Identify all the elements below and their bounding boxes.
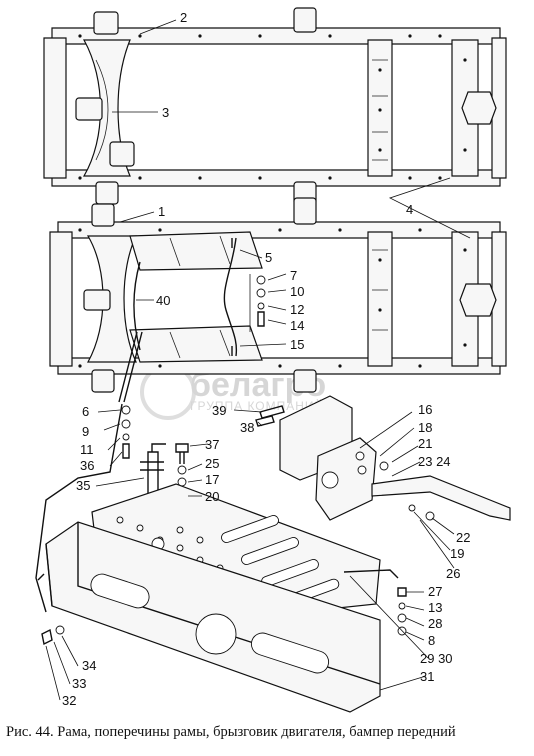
label-27: 27 [428,584,442,599]
label-11: 11 [80,442,94,457]
label-36: 36 [80,458,94,473]
label-20: 20 [205,489,219,504]
fasteners-bumper [35,403,407,646]
mudguard-bracket [279,395,511,521]
label-35: 35 [76,478,90,493]
label-8: 8 [428,633,435,648]
fasteners-center [175,405,285,501]
label-31: 31 [420,669,434,684]
label-2: 2 [180,10,187,25]
label-1: 1 [158,204,165,219]
label-38: 38 [240,420,254,435]
label-33: 33 [72,676,86,691]
label-5: 5 [265,250,272,265]
label-26: 26 [446,566,460,581]
engine-mudguard [91,483,381,613]
frame-top [43,7,507,205]
label-25: 25 [205,456,219,471]
fasteners-left [121,405,166,501]
label-7: 7 [290,268,297,283]
part-labels: 2 3 4 1 5 7 10 12 14 15 40 6 9 11 36 35 … [62,10,470,708]
label-23-24: 23 24 [418,454,451,469]
label-14: 14 [290,318,304,333]
label-34: 34 [82,658,96,673]
label-17: 17 [205,472,219,487]
watermark-subtitle: ГРУППА КОМПАНИЙ [190,398,324,413]
label-29-30: 29 30 [420,651,453,666]
label-10: 10 [290,284,304,299]
label-19: 19 [450,546,464,561]
label-13: 13 [428,600,442,615]
frame-middle [49,197,507,403]
label-6: 6 [82,404,89,419]
label-12: 12 [290,302,304,317]
label-21: 21 [418,436,432,451]
label-37: 37 [205,437,219,452]
label-40: 40 [156,293,170,308]
label-39: 39 [212,403,226,418]
front-bumper [45,521,381,713]
label-4: 4 [406,202,413,217]
label-9: 9 [82,424,89,439]
label-22: 22 [456,530,470,545]
label-32: 32 [62,693,76,708]
label-16: 16 [418,402,432,417]
label-3: 3 [162,105,169,120]
figure-caption: Рис. 44. Рама, поперечины рамы, брызгови… [6,724,456,740]
leader-lines [45,19,471,701]
label-15: 15 [290,337,304,352]
label-28: 28 [428,616,442,631]
label-18: 18 [418,420,432,435]
